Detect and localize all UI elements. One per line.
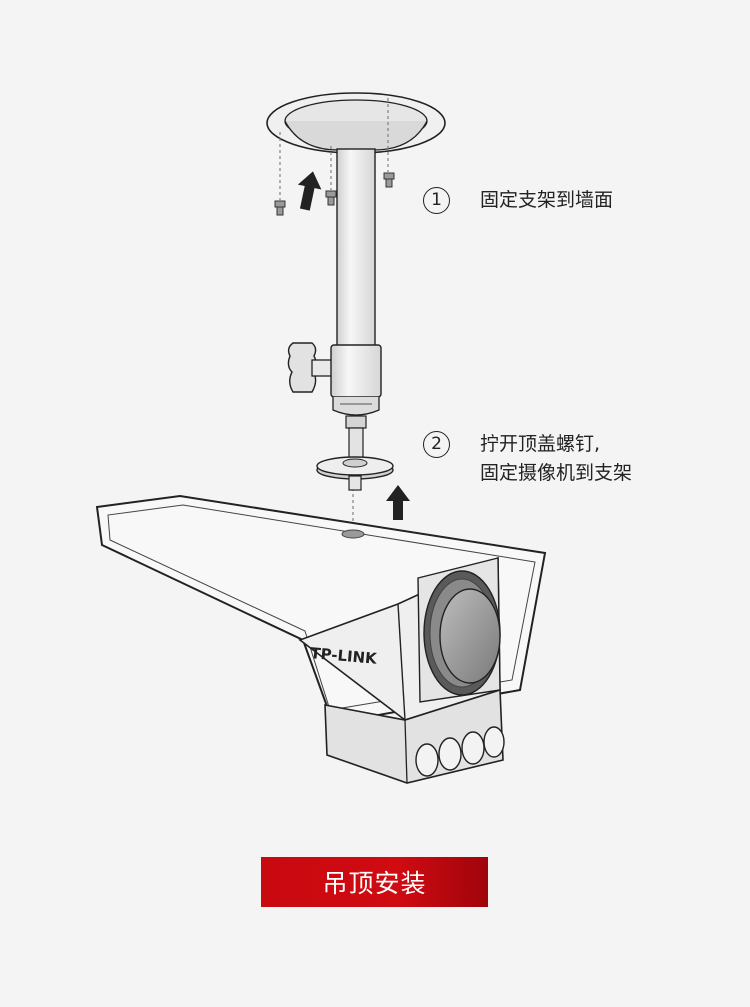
camera: TP-LINK — [95, 494, 547, 784]
installation-title-banner: 吊顶安装 — [261, 857, 488, 907]
step-1: 1 固定支架到墙面 — [423, 186, 613, 215]
step-2: 2 拧开顶盖螺钉, 固定摄像机到支架 — [423, 430, 632, 488]
up-arrow-icon-2 — [386, 485, 410, 520]
step-number-badge-2: 2 — [423, 431, 450, 458]
step-1-line-1: 固定支架到墙面 — [480, 189, 614, 211]
up-arrow-icon — [297, 171, 322, 211]
camera-brand-logo: TP-LINK — [310, 644, 379, 668]
step-2-line-1: 拧开顶盖螺钉, — [480, 433, 601, 455]
ir-light-icon — [415, 726, 505, 777]
ceiling-plate — [266, 92, 446, 154]
bracket-pole — [287, 148, 394, 491]
step-2-text: 拧开顶盖螺钉, 固定摄像机到支架 — [480, 430, 632, 488]
screw-icon — [274, 172, 395, 216]
guide-lines — [279, 98, 389, 530]
step-2-line-2: 固定摄像机到支架 — [480, 462, 633, 484]
step-1-text: 固定支架到墙面 — [480, 186, 613, 215]
step-number-badge: 1 — [423, 187, 450, 214]
